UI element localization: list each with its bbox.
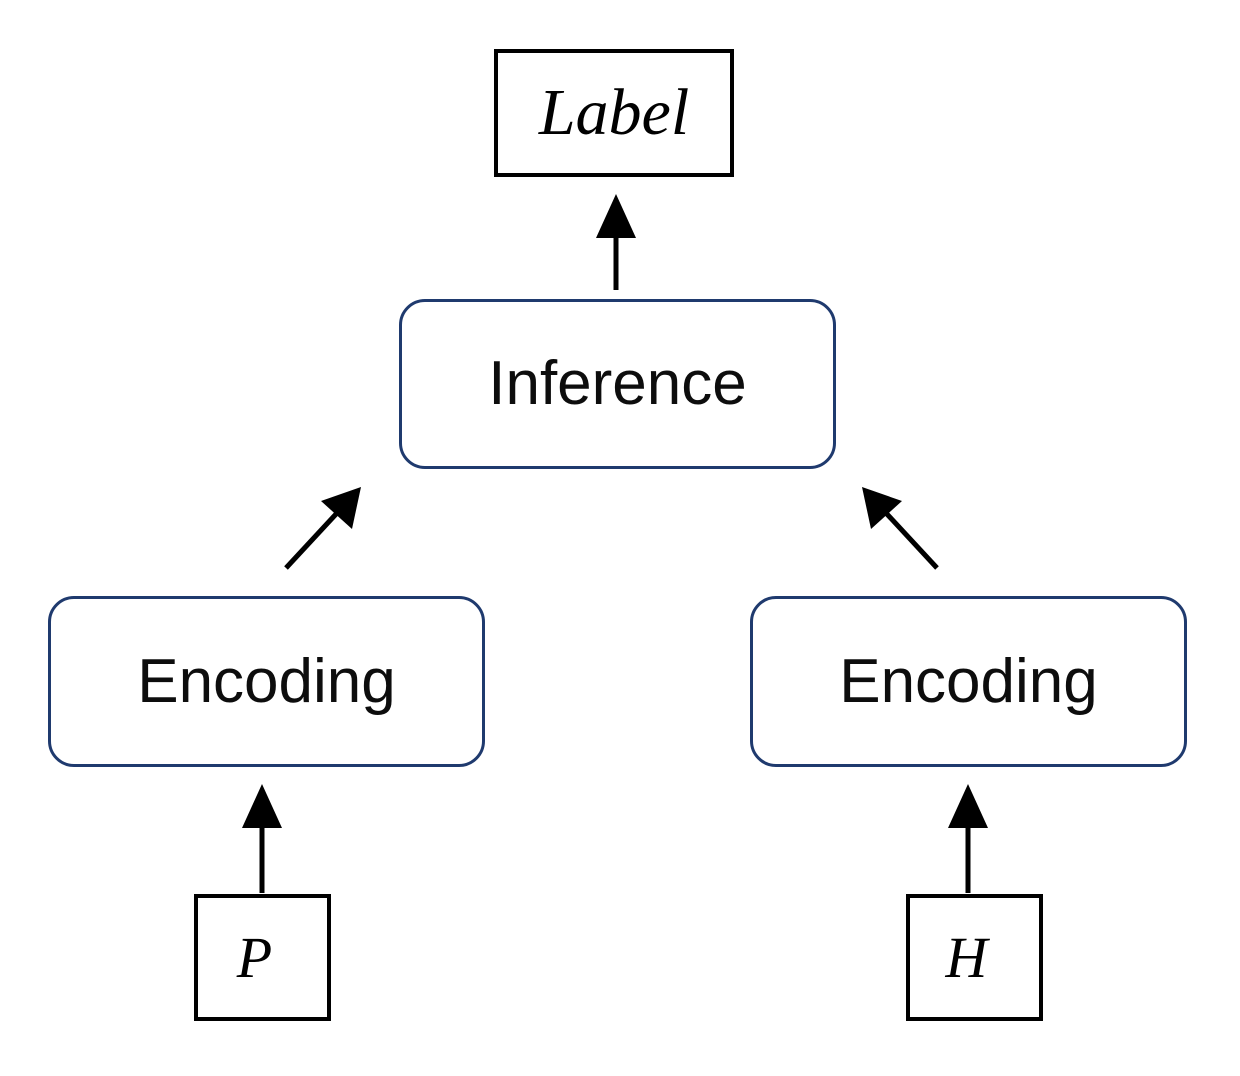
- node-hypothesis[interactable]: H: [906, 894, 1043, 1021]
- node-label-output[interactable]: Label: [494, 49, 734, 177]
- node-encoding-hypothesis[interactable]: Encoding: [750, 596, 1187, 767]
- node-inference-text: Inference: [488, 349, 747, 418]
- node-hypothesis-text: H: [945, 924, 988, 990]
- node-inference[interactable]: Inference: [399, 299, 836, 469]
- node-encoding-premise[interactable]: Encoding: [48, 596, 485, 767]
- node-premise-text: P: [236, 924, 273, 990]
- arrow-inference-to-label: [596, 194, 636, 290]
- node-premise[interactable]: P: [194, 894, 331, 1021]
- arrow-encoding-h-to-inference: [862, 487, 939, 570]
- node-encoding-hypothesis-text: Encoding: [839, 646, 1098, 716]
- node-label-output-text: Label: [538, 76, 690, 149]
- node-encoding-premise-text: Encoding: [137, 646, 396, 716]
- arrow-premise-to-encoding: [242, 784, 282, 893]
- arrow-hypothesis-to-encoding: [948, 784, 988, 893]
- arrow-encoding-p-to-inference: [284, 487, 361, 570]
